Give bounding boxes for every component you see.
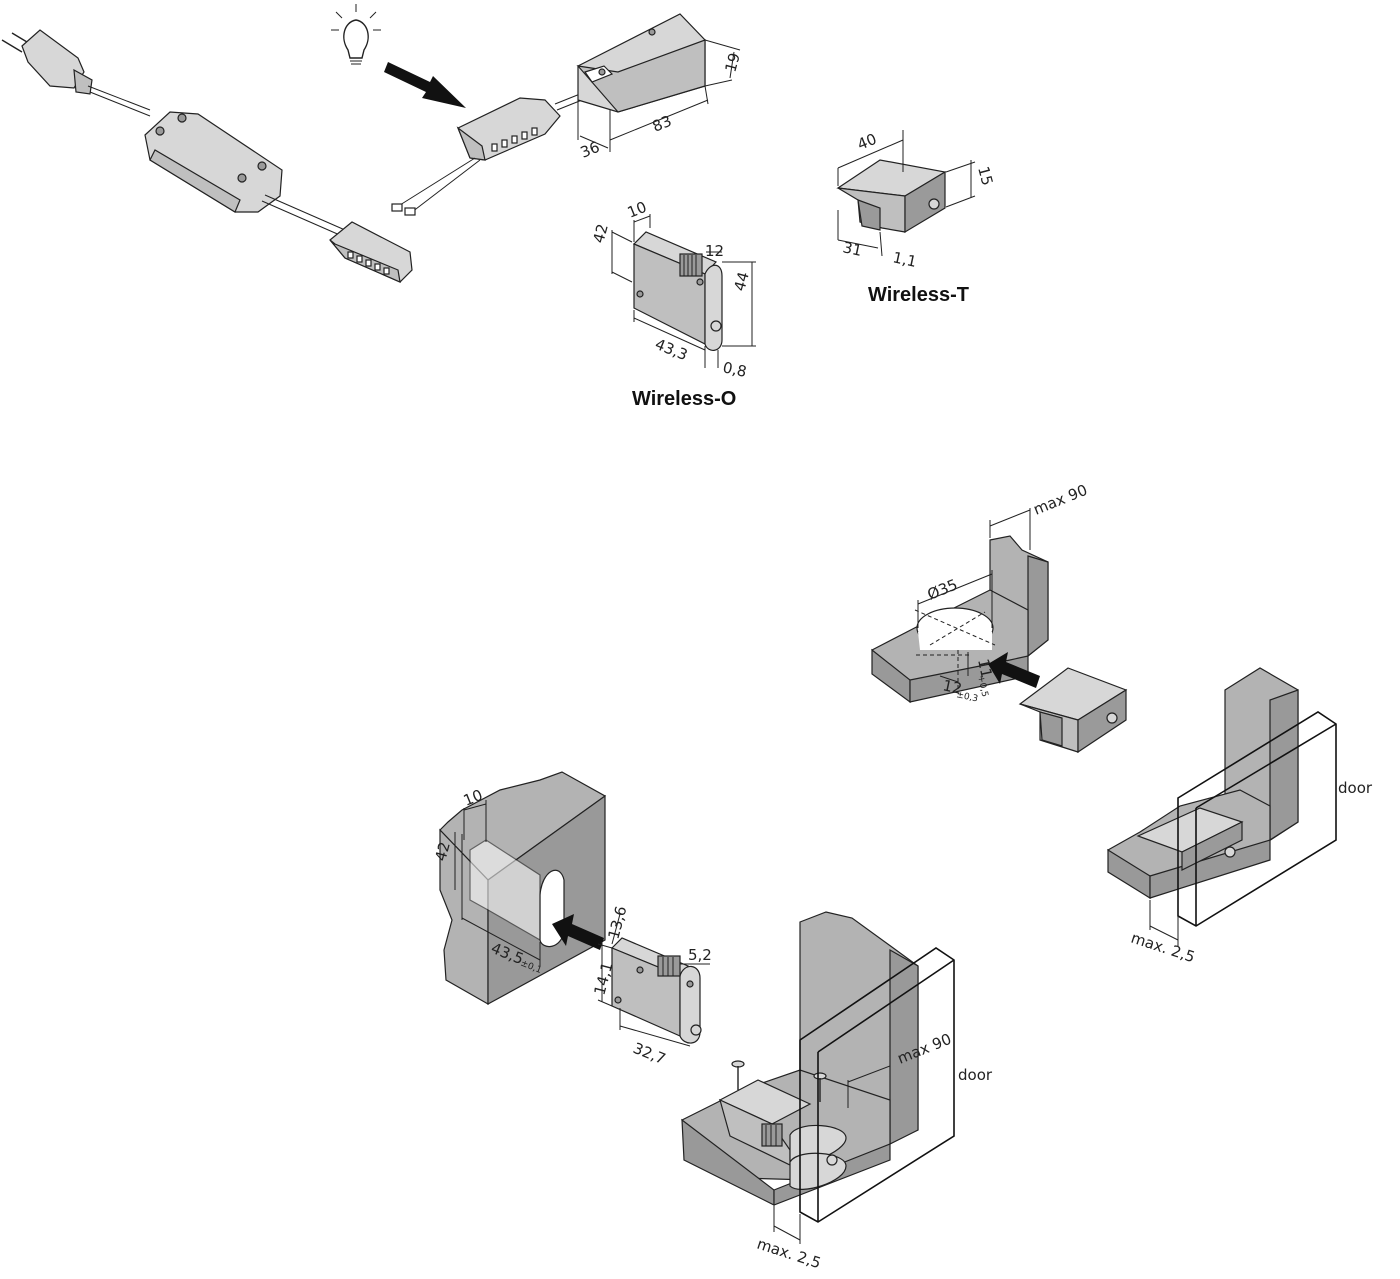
o-length-dim: 43,3: [653, 335, 691, 364]
cut-height-dim: 42: [431, 840, 453, 863]
wireless-o-dimensions: [611, 214, 756, 368]
max25-right-dim: max. 2,5: [1129, 929, 1197, 967]
wireless-o-sensor: [632, 231, 723, 351]
o-plate-dim: 0,8: [721, 358, 748, 381]
power-cable: [87, 85, 151, 117]
o-top-dim: 10: [625, 198, 649, 222]
max90-top-dim: max 90: [1031, 481, 1090, 519]
t-plate-dim: 1,1: [891, 248, 918, 271]
wireless-t-insert: [1018, 667, 1128, 754]
receiver-length-dim: 83: [650, 112, 674, 136]
t-width-dim: 40: [855, 130, 879, 154]
o-face-dim: 12: [705, 242, 724, 260]
max25-right-dims: [1149, 900, 1179, 946]
receiver-box: [576, 13, 706, 113]
insert-arrow-top: [988, 652, 1040, 688]
driver-cable: [261, 194, 346, 237]
max25-bottom-dim: max. 2,5: [755, 1235, 823, 1273]
receiver-height-dim: 19: [721, 51, 743, 74]
hole-offset-dim: 12: [941, 676, 963, 698]
door-bottom: [799, 947, 955, 1223]
hole-offset-tol: ±0,3: [955, 690, 978, 704]
hole-depth-tol: +0,5: [975, 675, 989, 698]
receiver-width-dim: 36: [578, 138, 602, 162]
door-label-right: door: [1338, 779, 1373, 797]
distributor-box-2: [391, 87, 598, 216]
drilled-panel: [871, 535, 1049, 704]
cut-top-dim: 10: [461, 786, 485, 810]
o2-d-dim: 32,7: [631, 1039, 669, 1068]
plug-icon: [1, 29, 93, 95]
distributor-box-1: [329, 221, 413, 283]
wireless-t-label: Wireless-T: [868, 284, 969, 306]
power-driver: [144, 111, 283, 213]
wireless-o-insert: [610, 937, 702, 1044]
wireless-t-dimensions: [837, 130, 976, 257]
wireless-o-label: Wireless-O: [632, 388, 736, 410]
o-height-dim: 42: [589, 222, 611, 245]
o2-a-dim: 13,6: [604, 904, 630, 941]
cutout-dimensions: [454, 800, 541, 966]
receiver-dimensions: [577, 39, 741, 152]
bulb-icon: [331, 4, 381, 65]
t-height-dim: 15: [974, 164, 996, 187]
wireless-o-insert-dims: [597, 913, 710, 1047]
screw-icons: [731, 1060, 827, 1102]
cutout-block: [439, 771, 607, 1006]
hole-diameter-dim: Ø35: [925, 575, 960, 603]
door-label-bottom: door: [958, 1066, 993, 1084]
t-depth-dim: 31: [841, 238, 863, 260]
o-side-dim: 44: [730, 270, 752, 293]
cabinet-right: [1106, 667, 1299, 900]
hole-dimensions: [917, 508, 1031, 683]
insert-arrow-bottom: [552, 914, 604, 950]
wireless-t-sensor: [836, 159, 947, 234]
max90-bottom-dims: [773, 1064, 891, 1244]
o2-c-dim: 5,2: [688, 946, 712, 964]
arrow-icon: [384, 62, 466, 108]
